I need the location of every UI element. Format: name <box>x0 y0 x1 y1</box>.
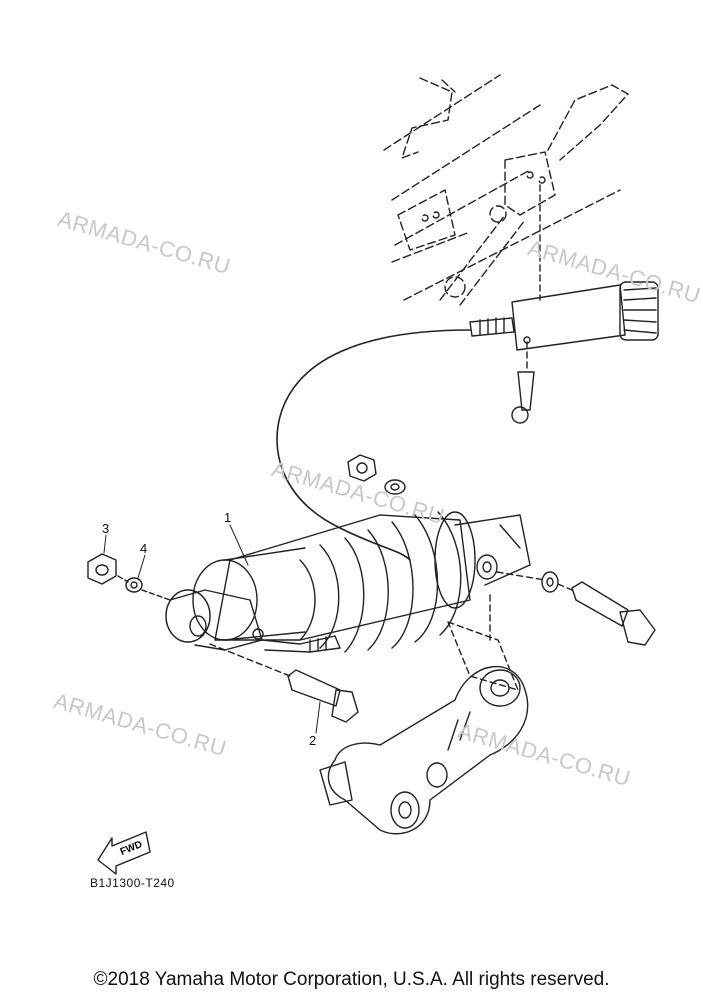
fwd-arrow-icon <box>97 831 151 875</box>
callout-3: 3 <box>102 521 110 536</box>
upper-nut-washer <box>347 454 406 495</box>
exploded-parts-diagram <box>87 74 659 875</box>
callout-2: 2 <box>309 733 317 748</box>
rear-shock-absorber <box>165 511 531 653</box>
upper-mount-bolt <box>496 571 656 646</box>
remote-preload-adjuster <box>469 184 659 424</box>
callout-1: 1 <box>224 510 232 525</box>
nut-and-washer <box>87 553 171 601</box>
relay-arm <box>319 594 529 835</box>
diagram-code: B1J1300-T240 <box>90 876 175 890</box>
frame-bracket-phantom <box>383 74 629 306</box>
adjuster-hose <box>276 329 471 561</box>
lower-bolt <box>209 643 359 723</box>
copyright-notice: ©2018 Yamaha Motor Corporation, U.S.A. A… <box>93 969 610 990</box>
callout-leaders <box>103 524 321 734</box>
callout-4: 4 <box>140 541 148 556</box>
